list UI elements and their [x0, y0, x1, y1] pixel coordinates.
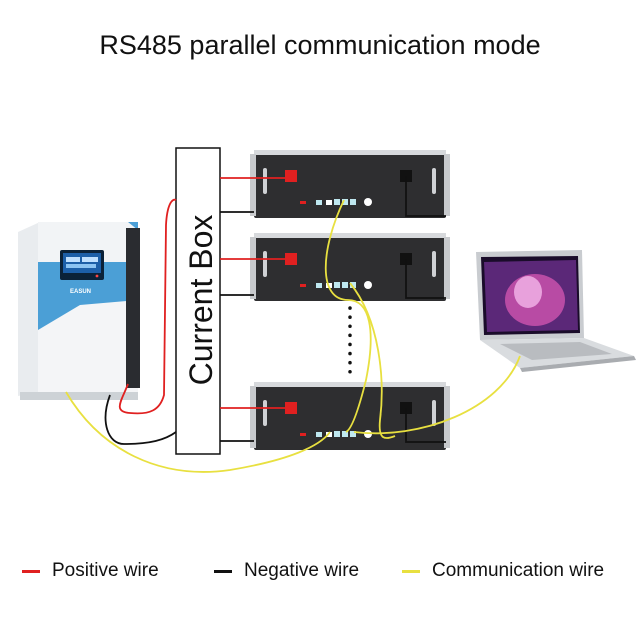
battery-module-icon: [250, 150, 450, 218]
battery-module-icon: [250, 233, 450, 301]
current-box: Current Box: [175, 147, 221, 455]
legend-label: Negative wire: [244, 560, 360, 581]
legend-swatch-yellow: [402, 569, 420, 573]
legend-swatch-red: [22, 569, 40, 573]
legend-positive: Positive wire: [22, 560, 159, 582]
inverter-icon: EASUN: [18, 222, 140, 400]
legend-communication: Communication wire: [402, 560, 604, 582]
legend-swatch-black: [214, 569, 232, 573]
legend-label: Communication wire: [432, 560, 605, 581]
legend-negative: Negative wire: [214, 560, 359, 582]
inverter-brand: EASUN: [70, 289, 91, 295]
negative-wires: [104, 176, 446, 445]
positive-wires: [118, 177, 290, 415]
legend-label: Positive wire: [52, 560, 159, 581]
page-title: RS485 parallel communication mode: [99, 30, 541, 60]
communication-wires: [65, 199, 521, 473]
battery-module-icon: [250, 382, 450, 450]
laptop-icon: [476, 250, 636, 372]
current-box-label: Current Box: [183, 215, 219, 386]
